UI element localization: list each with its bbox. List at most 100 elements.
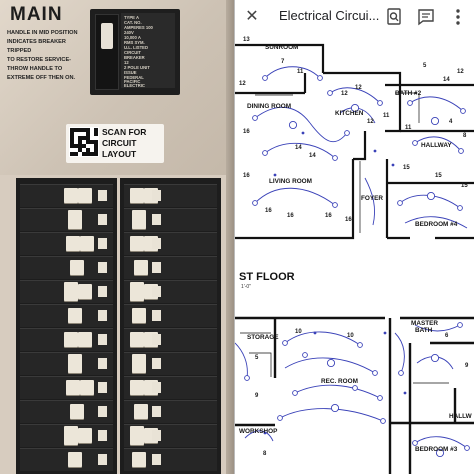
room-label-rec-room: REC. ROOM bbox=[321, 378, 358, 385]
breaker-switch[interactable] bbox=[68, 354, 82, 373]
breaker-switch[interactable] bbox=[130, 426, 144, 445]
scan-for-circuit-layout-sticker: SCAN FOR CIRCUIT LAYOUT bbox=[66, 124, 164, 163]
document-app-bar: ✕ Electrical Circui... bbox=[235, 0, 474, 34]
qr-code-cell bbox=[70, 144, 74, 148]
circuit-number: 14 bbox=[295, 145, 302, 151]
breaker-handle-label bbox=[98, 286, 107, 297]
breaker-switch[interactable] bbox=[78, 188, 92, 203]
floor-plan-document[interactable]: SUNROOM BATH #2 DINING ROOM KITCHEN HALL… bbox=[235, 33, 474, 474]
room-label-foyer: FOYER bbox=[361, 195, 384, 202]
breaker-switch[interactable] bbox=[70, 404, 84, 419]
panel-instruction-line: TRIPPED bbox=[7, 48, 32, 54]
breaker-row bbox=[20, 352, 113, 375]
panel-main-title: MAIN bbox=[10, 4, 63, 25]
panel-instruction-line: HANDLE IN MID POSITION bbox=[7, 30, 78, 36]
breaker-switch[interactable] bbox=[64, 188, 78, 203]
room-label-living: LIVING ROOM bbox=[269, 178, 312, 185]
main-breaker-label-line: 2 POLE UNIT bbox=[124, 66, 150, 70]
circuit-number: 4 bbox=[449, 119, 453, 125]
breaker-row bbox=[124, 328, 217, 351]
qr-code-cell bbox=[70, 140, 74, 144]
qr-code-icon[interactable] bbox=[69, 127, 99, 157]
breaker-row bbox=[20, 448, 113, 471]
breaker-switch[interactable] bbox=[68, 210, 82, 229]
qr-code-cell bbox=[70, 152, 74, 156]
scan-sticker-line: LAYOUT bbox=[102, 149, 137, 159]
qr-code-cell bbox=[82, 136, 86, 140]
room-label-hallway: HALLWAY bbox=[421, 142, 452, 149]
breaker-switch[interactable] bbox=[130, 332, 144, 347]
breaker-switch[interactable] bbox=[134, 260, 148, 275]
circuit-number: 11 bbox=[405, 125, 412, 131]
qr-code-cell bbox=[86, 136, 90, 140]
comment-icon bbox=[418, 9, 434, 26]
breaker-switch[interactable] bbox=[130, 188, 144, 203]
panel-instruction-line: TO RESTORE SERVICE- bbox=[7, 57, 72, 63]
breaker-switch[interactable] bbox=[132, 452, 146, 467]
breaker-switch[interactable] bbox=[80, 380, 94, 395]
qr-code-cell bbox=[90, 140, 94, 144]
qr-code-cell bbox=[86, 128, 90, 132]
breaker-switch[interactable] bbox=[68, 452, 82, 467]
breaker-row bbox=[124, 376, 217, 399]
breaker-switch[interactable] bbox=[70, 260, 84, 275]
breaker-switch[interactable] bbox=[130, 282, 144, 301]
breaker-row bbox=[124, 448, 217, 471]
breaker-switch[interactable] bbox=[78, 428, 92, 443]
floor-heading: ST FLOOR bbox=[239, 271, 295, 283]
panel-instruction-line: INDICATES BREAKER bbox=[7, 39, 66, 45]
breaker-switch[interactable] bbox=[64, 282, 78, 301]
breaker-switch[interactable] bbox=[134, 404, 148, 419]
breaker-row bbox=[20, 232, 113, 255]
breaker-bank-left bbox=[16, 178, 117, 474]
breaker-switch[interactable] bbox=[80, 236, 94, 251]
circuit-number: 12 bbox=[457, 69, 464, 75]
breaker-switch[interactable] bbox=[64, 332, 78, 347]
circuit-number: 11 bbox=[383, 113, 390, 119]
scan-sticker-line: SCAN FOR bbox=[102, 127, 147, 137]
qr-code-cell bbox=[94, 144, 98, 148]
panel-instruction-line: THROW HANDLE TO bbox=[7, 66, 63, 72]
main-breaker-label: TYPE A CAT. NO. AMPERES 100 240V 10,000 … bbox=[121, 13, 175, 88]
main-breaker-label-line: ISSUE bbox=[124, 71, 137, 75]
search-in-document-button[interactable] bbox=[383, 6, 405, 28]
circuit-number: 9 bbox=[465, 363, 469, 369]
more-options-button[interactable] bbox=[447, 6, 469, 28]
breaker-bank-right bbox=[120, 178, 221, 474]
breaker-switch[interactable] bbox=[78, 332, 92, 347]
circuit-number: 11 bbox=[297, 69, 304, 75]
scale-label: 1'-0" bbox=[241, 284, 251, 290]
circuit-number: 10 bbox=[347, 333, 354, 339]
breaker-row bbox=[20, 184, 113, 207]
breaker-switch[interactable] bbox=[132, 308, 146, 323]
breaker-switch[interactable] bbox=[78, 284, 92, 299]
main-breaker-label-line: U.L. LISTED bbox=[124, 46, 148, 50]
room-label-hallway-lower: HALLW bbox=[449, 413, 472, 420]
breaker-switch[interactable] bbox=[130, 236, 144, 251]
breaker-handle-label bbox=[98, 454, 107, 465]
breaker-handle-label bbox=[152, 190, 161, 201]
breaker-switch[interactable] bbox=[66, 236, 80, 251]
breaker-handle-label bbox=[98, 310, 107, 321]
circuit-number: 12 bbox=[367, 119, 374, 125]
breaker-switch[interactable] bbox=[68, 308, 82, 323]
breaker-row bbox=[124, 208, 217, 231]
breaker-switch[interactable] bbox=[132, 210, 146, 229]
circuit-number: 14 bbox=[309, 153, 316, 159]
qr-code-cell bbox=[78, 128, 82, 132]
breaker-switch[interactable] bbox=[66, 380, 80, 395]
room-label-bedroom-4: BEDROOM #4 bbox=[415, 221, 458, 228]
breaker-row bbox=[124, 256, 217, 279]
breaker-switch[interactable] bbox=[130, 380, 144, 395]
breaker-switch[interactable] bbox=[64, 426, 78, 445]
breaker-switch[interactable] bbox=[132, 354, 146, 373]
comments-button[interactable] bbox=[415, 6, 437, 28]
breaker-handle-label bbox=[152, 358, 161, 369]
close-icon[interactable]: ✕ bbox=[245, 8, 259, 25]
qr-code-cell bbox=[82, 152, 86, 156]
room-label-storage: STORAGE bbox=[247, 334, 279, 341]
qr-code-cell bbox=[74, 152, 78, 156]
breaker-row bbox=[20, 256, 113, 279]
breaker-handle-label bbox=[98, 190, 107, 201]
